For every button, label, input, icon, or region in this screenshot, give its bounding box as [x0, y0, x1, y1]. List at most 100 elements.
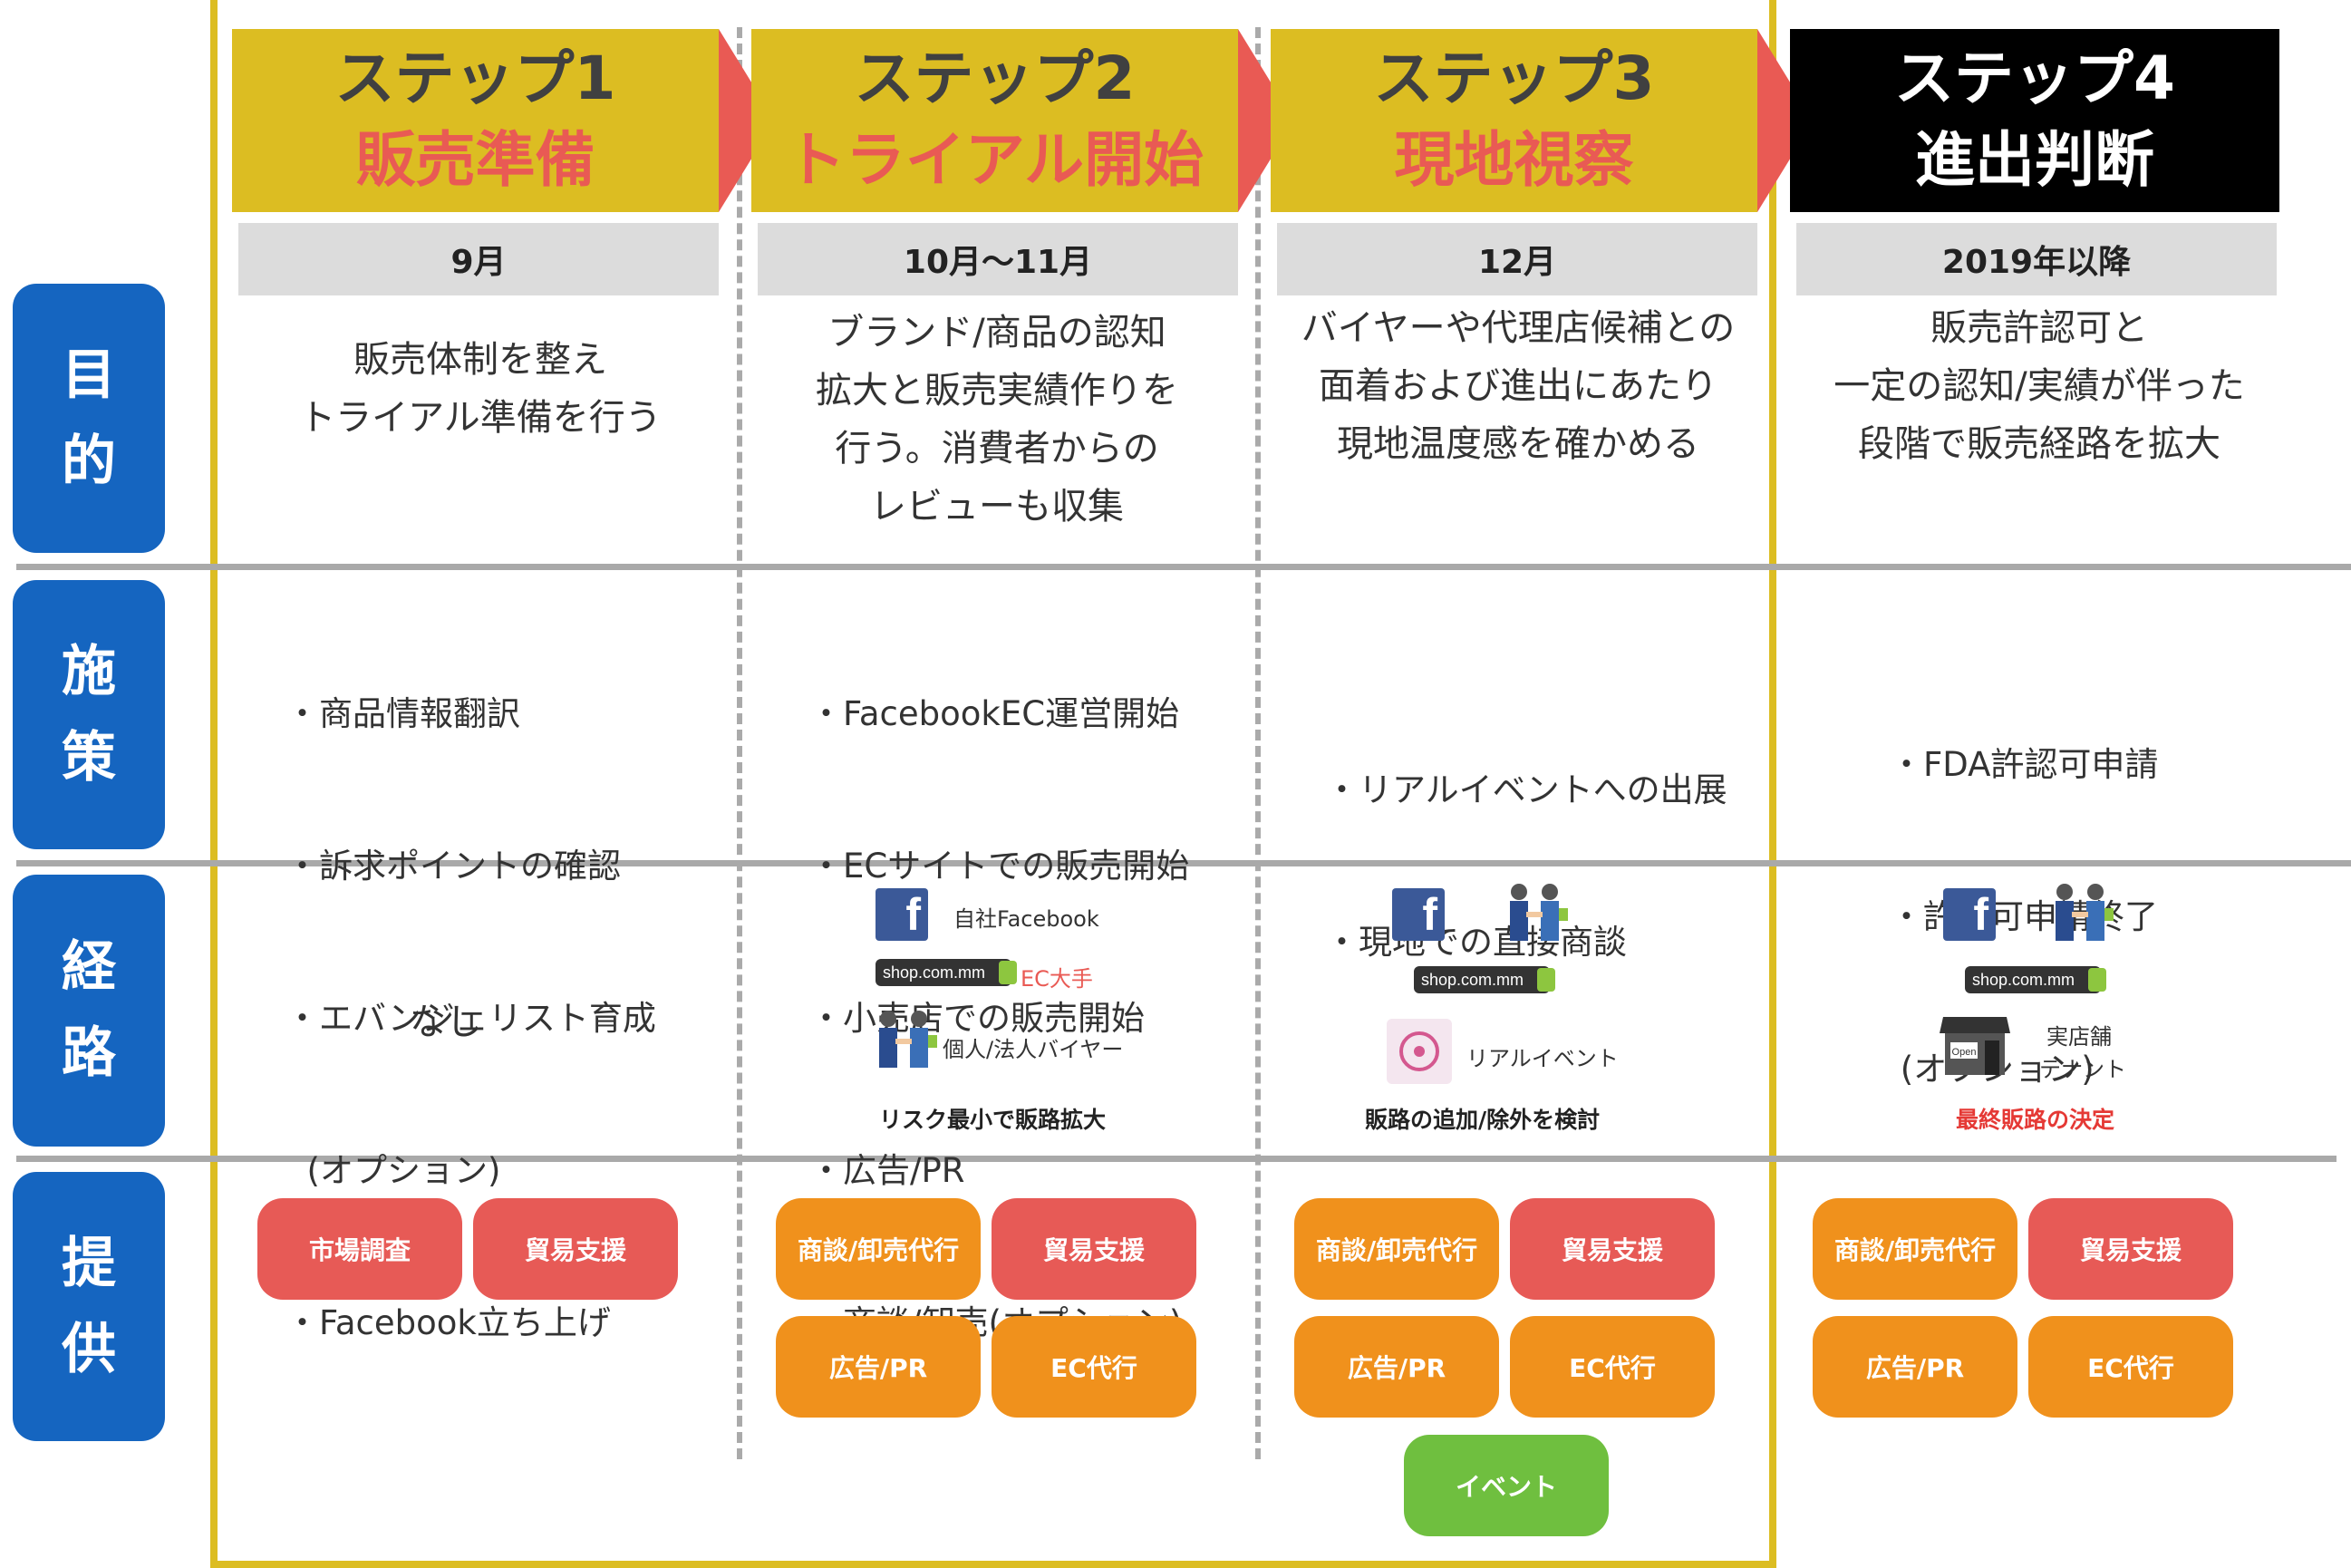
measure-item: ・エバンジェリスト育成: [285, 999, 656, 1038]
offering-pill: 貿易支援: [1510, 1198, 1715, 1300]
step2-route-caption: リスク最小で販路拡大: [879, 1107, 1107, 1133]
facebook-letter: f: [905, 889, 921, 940]
column-divider: [737, 27, 742, 1459]
shop-logo-text: shop.com.mm: [1972, 970, 2075, 989]
facebook-icon: f: [1943, 888, 1996, 941]
side-label-char: 施: [62, 639, 116, 703]
store-icon: Open: [1940, 1017, 2010, 1075]
offering-pill: 市場調査: [257, 1198, 462, 1300]
purpose-line: レビューも収集: [870, 486, 1124, 528]
business-people-icon: [2056, 884, 2114, 941]
side-label-char: 経: [62, 935, 116, 999]
side-label-char: 目: [62, 343, 116, 407]
route-label-buyer: 個人/法人バイヤー: [943, 1037, 1124, 1062]
offering-pill: 商談/卸売代行: [1813, 1198, 2017, 1300]
business-people-icon: [879, 1011, 937, 1068]
step-title: ステップ2: [854, 44, 1136, 113]
side-label-char: 提: [62, 1231, 116, 1295]
route-label-tenant: テナント: [2039, 1057, 2126, 1082]
offering-pill: 貿易支援: [2028, 1198, 2233, 1300]
step-subtitle: 進出判断: [1915, 125, 2154, 195]
route-label-store: 実店舗: [2046, 1024, 2112, 1050]
step4-purpose: 販売許認可と 一定の認知/実績が伴った 段階で販売経路を拡大: [1781, 299, 2298, 473]
step2-header: ステップ2 トライアル開始: [751, 29, 1238, 212]
shop-logo-text: shop.com.mm: [883, 963, 986, 982]
measure-item: ・リアルイベントへの出展: [1325, 770, 1727, 809]
side-label-char: 的: [62, 429, 116, 493]
step2-period: 10月〜11月: [758, 223, 1238, 295]
step3-measures: ・リアルイベントへの出展 ・現地での直接商談: [1325, 663, 1727, 1019]
offering-pill: イベント: [1404, 1435, 1609, 1536]
step-title: ステップ3: [1373, 44, 1655, 113]
purpose-line: 面着および進出にあたり: [1319, 365, 1717, 407]
step-title: ステップ4: [1894, 44, 2175, 113]
step1-purpose: 販売体制を整え トライアル準備を行う: [218, 331, 743, 447]
row-separator: [16, 564, 2351, 570]
shop-logo-text: shop.com.mm: [1421, 970, 1524, 989]
measure-item: ・ECサイトでの販売開始: [809, 847, 1190, 886]
purpose-line: バイヤーや代理店候補との: [1301, 307, 1736, 349]
measure-item: ・FacebookEC運営開始: [809, 694, 1180, 733]
step2-measures: ・FacebookEC運営開始 ・ECサイトでの販売開始 ・小売店での販売開始 …: [809, 587, 1189, 1399]
purpose-line: 現地温度感を確かめる: [1337, 423, 1699, 465]
step1-period: 9月: [238, 223, 719, 295]
side-label-char: 路: [62, 1021, 116, 1085]
measure-item: ・小売店での販売開始: [809, 999, 1145, 1038]
purpose-line: ブランド/商品の認知: [827, 312, 1166, 353]
business-people-icon: [1510, 884, 1568, 941]
row-separator: [16, 1156, 2336, 1162]
side-label-routes: 経 路: [13, 875, 165, 1147]
facebook-icon: f: [876, 888, 928, 941]
measure-item: ・訴求ポイントの確認: [285, 847, 621, 886]
step-title: ステップ1: [334, 44, 616, 113]
measure-item: ・商品情報翻訳: [285, 694, 520, 733]
purpose-line: 一定の認知/実績が伴った: [1833, 365, 2245, 407]
purpose-line: 段階で販売経路を拡大: [1858, 423, 2220, 465]
store-open-sign: Open: [1952, 1047, 1977, 1058]
shop-logo-icon: shop.com.mm: [1414, 966, 1555, 993]
route-label-facebook: 自社Facebook: [953, 906, 1099, 932]
step3-header: ステップ3 現地視察: [1271, 29, 1757, 212]
measure-item: (オプション): [285, 1151, 501, 1190]
purpose-line: 拡大と販売実績作りを: [816, 370, 1178, 411]
side-label-purpose: 目 的: [13, 284, 165, 553]
side-label-char: 供: [62, 1317, 116, 1381]
step-subtitle: トライアル開始: [785, 125, 1205, 195]
purpose-line: トライアル準備を行う: [299, 397, 662, 439]
route-label-event: リアルイベント: [1466, 1046, 1619, 1071]
offering-pill: 広告/PR: [1813, 1316, 2017, 1418]
step4-period: 2019年以降: [1796, 223, 2277, 295]
measure-item: ・FDA許認可申請: [1890, 745, 2159, 784]
facebook-letter: f: [1422, 889, 1437, 940]
facebook-letter: f: [1973, 889, 1988, 940]
measure-item: ・現地での直接商談: [1325, 923, 1627, 962]
purpose-line: 販売許認可と: [1930, 307, 2148, 349]
row-separator: [16, 860, 2351, 866]
measure-item: ・広告/PR: [809, 1151, 965, 1190]
step-subtitle: 販売準備: [355, 125, 595, 195]
side-label-measures: 施 策: [13, 580, 165, 849]
offering-pill: 貿易支援: [473, 1198, 678, 1300]
step3-route-caption: 販路の追加/除外を検討: [1365, 1107, 1601, 1133]
offering-pill: 広告/PR: [776, 1316, 981, 1418]
purpose-line: 行う。消費者からの: [835, 428, 1159, 469]
route-label-ec: EC大手: [1021, 966, 1093, 992]
step4-header: ステップ4 進出判断: [1790, 29, 2279, 212]
shop-logo-icon: shop.com.mm: [1965, 966, 2106, 993]
side-label-char: 策: [62, 725, 116, 789]
purpose-line: 販売体制を整え: [353, 339, 607, 381]
offering-pill: 商談/卸売代行: [1294, 1198, 1499, 1300]
column-divider: [1255, 27, 1261, 1459]
event-logo-icon: [1387, 1019, 1452, 1084]
offering-pill: EC代行: [1510, 1316, 1715, 1418]
step3-period: 12月: [1277, 223, 1757, 295]
offering-pill: EC代行: [992, 1316, 1196, 1418]
step-subtitle: 現地視察: [1394, 125, 1634, 195]
offering-pill: EC代行: [2028, 1316, 2233, 1418]
side-label-offerings: 提 供: [13, 1172, 165, 1441]
measure-item: ・許認可申請終了: [1890, 897, 2158, 936]
offering-pill: 貿易支援: [992, 1198, 1196, 1300]
step1-measures: ・商品情報翻訳 ・訴求ポイントの確認 ・エバンジェリスト育成 (オプション) ・…: [285, 587, 656, 1399]
measure-item: ・Facebook立ち上げ: [285, 1303, 611, 1342]
step3-purpose: バイヤーや代理店候補との 面着および進出にあたり 現地温度感を確かめる: [1260, 299, 1776, 473]
